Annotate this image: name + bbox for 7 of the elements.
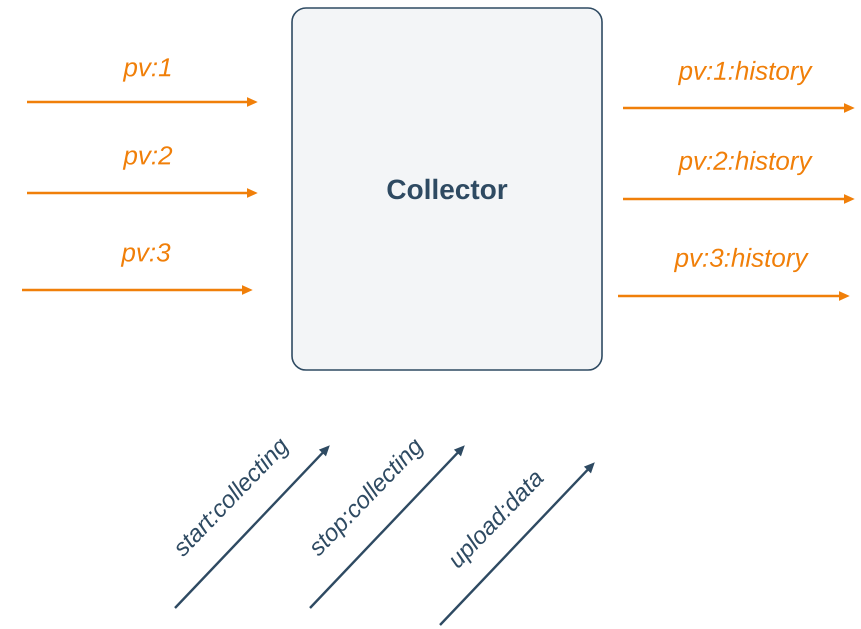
- signal-label: pv:1:history: [678, 60, 813, 86]
- signal-label: pv:2:history: [678, 150, 813, 176]
- signal-label: pv:2: [122, 146, 172, 170]
- signal-label: pv:3: [120, 243, 170, 267]
- process-box: Collector: [291, 7, 603, 371]
- signal-label: pv:3:history: [674, 248, 809, 272]
- signal-label: pv:1: [122, 58, 170, 82]
